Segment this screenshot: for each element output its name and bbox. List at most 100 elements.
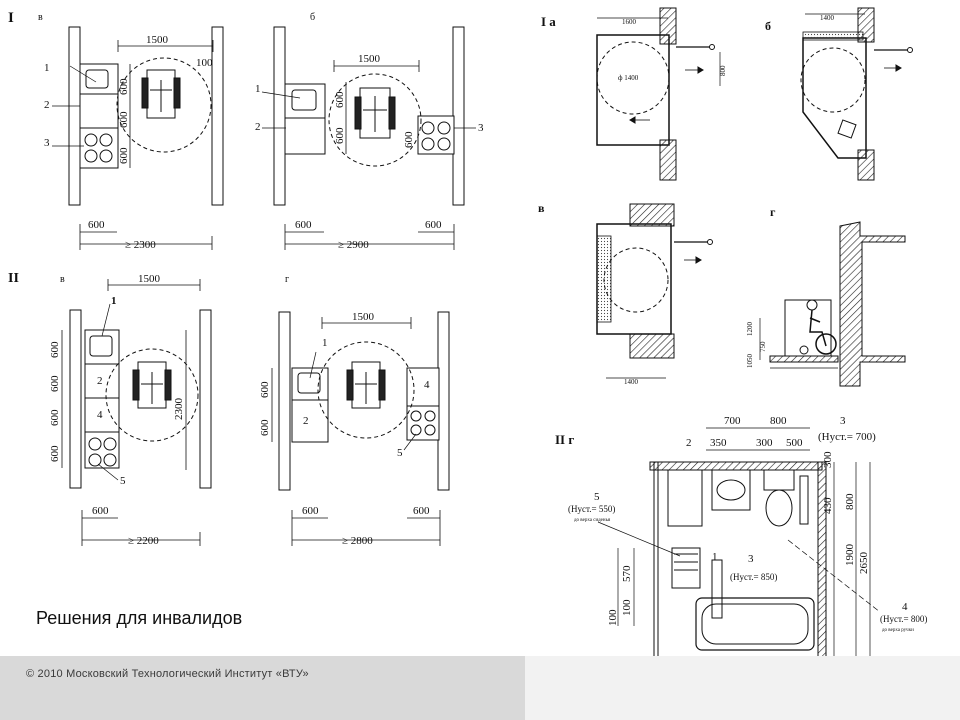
- plan-title: I а: [541, 14, 556, 29]
- wheelchair-user-icon: [799, 299, 837, 355]
- right-wall: [817, 461, 827, 671]
- sink-bowl: [716, 479, 746, 501]
- plan-letter: б: [765, 19, 771, 33]
- dim-1200: 1200: [746, 322, 754, 337]
- top-wall: [649, 461, 823, 471]
- plan-letter: г: [770, 205, 776, 219]
- callout-5: 5: [120, 475, 126, 487]
- dim-100-a: 100: [621, 599, 633, 616]
- dim-100: 100: [196, 57, 213, 69]
- worktop-module: [284, 117, 326, 155]
- dim-600c: 600: [403, 131, 415, 148]
- plan-letter: в: [38, 12, 43, 23]
- stove-module: [84, 431, 120, 469]
- dim-bottom-left: 600: [302, 505, 319, 517]
- turning-circle: [317, 341, 415, 439]
- callout-4: 4: [902, 601, 908, 613]
- dim-bottom-right: 600: [425, 219, 442, 231]
- dim-600c: 600: [118, 147, 130, 164]
- dim-bottom: 600: [88, 219, 105, 231]
- car-outline: [596, 34, 670, 146]
- footer-strip: [525, 656, 960, 720]
- turning-circle: [105, 348, 199, 442]
- dim-top: 1400: [820, 14, 835, 22]
- dim-600a: 600: [118, 78, 130, 95]
- oven-module: [406, 367, 440, 407]
- height-850: (Hуст.= 850): [730, 572, 777, 582]
- callout-1: 1: [712, 551, 718, 563]
- bathtub-inner: [701, 603, 809, 645]
- note-5: до верха сиденья: [574, 518, 611, 523]
- dim-800: 800: [770, 415, 787, 427]
- wall-right: [211, 26, 224, 206]
- grab-bar-vertical: [799, 475, 809, 525]
- turning-circle: [116, 57, 212, 153]
- dim-600b: 600: [118, 111, 130, 128]
- dim-800-right: 800: [844, 493, 856, 510]
- note-4: до верха ручки: [882, 628, 914, 633]
- sink-bowl: [85, 69, 109, 89]
- plan-letter: в: [538, 201, 545, 215]
- worktop-module: [79, 93, 119, 129]
- left-wall: [653, 461, 659, 673]
- stove-module: [406, 405, 440, 441]
- plan-letter: г: [285, 274, 289, 285]
- cabinet: [667, 469, 703, 527]
- wall-left: [69, 309, 82, 489]
- elevator-g-section: г 1200 750 1050: [746, 205, 906, 387]
- stove-module: [79, 127, 119, 169]
- dim-top: 1500: [352, 311, 375, 323]
- sink-module: [284, 83, 326, 119]
- wall-left: [278, 311, 291, 491]
- toilet-bowl: [765, 489, 793, 527]
- dim-100-b: 100: [607, 609, 619, 626]
- callout-3: 3: [748, 553, 754, 565]
- plan-II-g: г 1500 600 600 1 2 4 5 600 600: [259, 274, 450, 547]
- plan-letter: в: [60, 274, 65, 285]
- sink-counter: [711, 469, 751, 511]
- wall-right: [452, 26, 465, 206]
- footer-bar: © 2010 Московский Технологический Инстит…: [0, 656, 525, 720]
- callout-2: 2: [686, 437, 692, 449]
- callout-1: 1: [44, 62, 50, 74]
- wheelchair-icon: [141, 69, 181, 119]
- callout-5: 5: [594, 491, 600, 503]
- dim-600-3: 600: [49, 409, 61, 426]
- callout-5: 5: [397, 447, 403, 459]
- dim-top: 1500: [146, 34, 169, 46]
- grab-bar-1: [711, 559, 723, 619]
- dim-total: ≥ 2900: [338, 239, 369, 251]
- dim-bottom: 1400: [624, 378, 639, 386]
- dim-700: 700: [724, 415, 741, 427]
- slide-caption: Решения для инвалидов: [36, 608, 243, 628]
- callout-1: 1: [255, 83, 261, 95]
- height-700: (Hуст.= 700): [818, 431, 876, 443]
- plan-I-b: б 1500 600 600 600 1 2 3 600 600: [255, 12, 484, 251]
- worktop-module: [84, 363, 120, 399]
- dim-600-1: 600: [49, 341, 61, 358]
- dim-top: 1500: [138, 273, 161, 285]
- dim-600-4: 600: [49, 445, 61, 462]
- stove-module: [417, 115, 455, 155]
- plan-I-v: I в 1500 100 600 600 600 1 2 3: [8, 10, 224, 251]
- wheelchair-icon: [132, 361, 172, 409]
- bathroom-plan-II-g: II г 700 800 350 300 500 2 3 (Hуст.= 700…: [555, 415, 927, 705]
- dim-1900: 1900: [844, 544, 856, 567]
- turning-circle: [328, 73, 422, 167]
- dim-600-1: 600: [259, 381, 271, 398]
- wall-left: [68, 26, 81, 206]
- elevator-b: б 1400: [765, 7, 913, 181]
- dim-350: 350: [710, 437, 727, 449]
- section-I-label: I: [8, 10, 14, 26]
- callout-2: 2: [255, 121, 261, 133]
- height-800: (Hуст.= 800): [880, 614, 927, 624]
- callout-1: 1: [322, 337, 328, 349]
- wall-right: [199, 309, 212, 489]
- dim-total: ≥ 2300: [125, 239, 156, 251]
- turning-circle: [596, 41, 670, 115]
- dim-2300: 2300: [173, 398, 185, 421]
- toilet-tank: [763, 469, 795, 491]
- dim-300-right: 300: [822, 451, 834, 468]
- callout-4: 4: [97, 409, 103, 421]
